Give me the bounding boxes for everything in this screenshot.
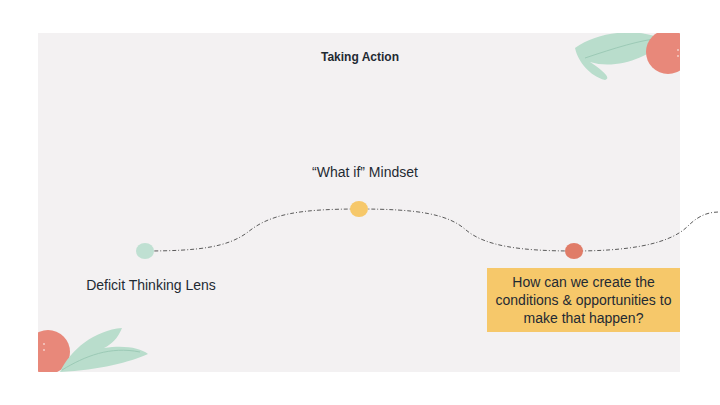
timeline-dot	[565, 243, 583, 259]
corner-decoration	[38, 33, 680, 372]
leaf	[60, 328, 148, 372]
circle-decoration	[646, 33, 680, 74]
callout-box: How can we create the conditions & oppor…	[487, 268, 680, 332]
slide-title: Taking Action	[321, 50, 399, 64]
leaf-vein	[62, 350, 140, 370]
timeline-dot	[350, 201, 368, 217]
slide-panel	[38, 33, 680, 372]
timeline-dot	[136, 243, 154, 259]
callout-text: How can we create the conditions & oppor…	[495, 273, 672, 327]
milestone-label: Deficit Thinking Lens	[86, 277, 216, 293]
milestone-label: “What if” Mindset	[312, 164, 418, 180]
timeline-path	[145, 209, 720, 251]
